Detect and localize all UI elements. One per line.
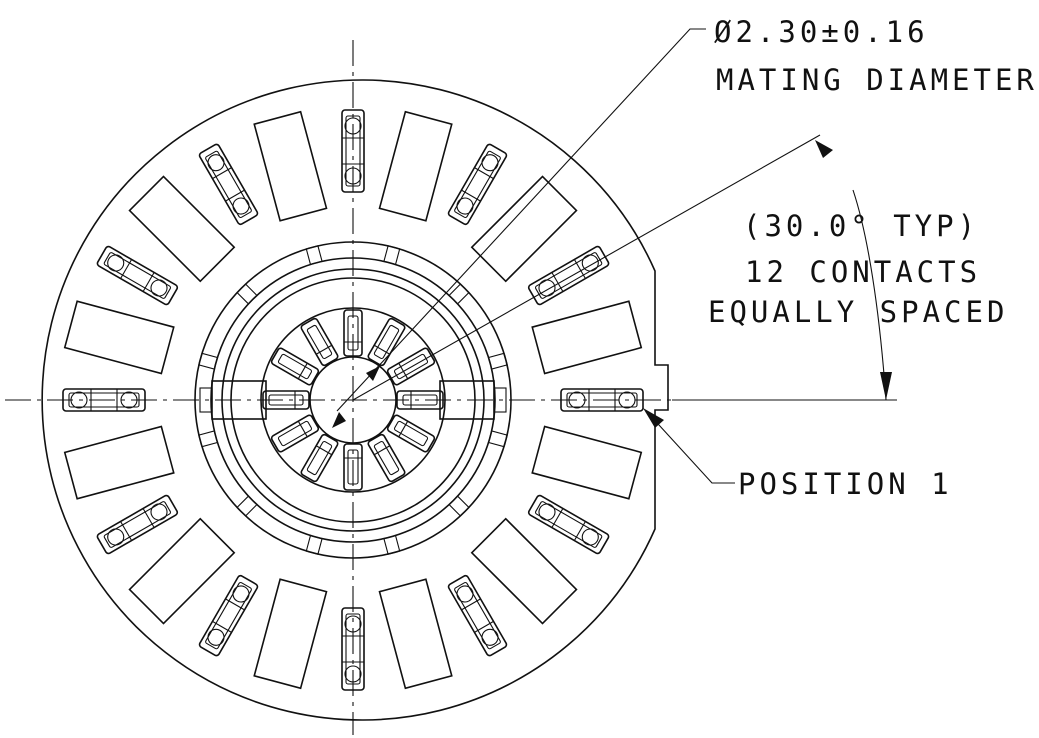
contact bbox=[198, 574, 259, 657]
slot bbox=[63, 300, 175, 375]
contact bbox=[341, 607, 365, 691]
inner-housing bbox=[194, 241, 512, 559]
slot bbox=[253, 578, 328, 690]
contact bbox=[62, 388, 146, 412]
contact bbox=[341, 109, 365, 193]
slot bbox=[128, 175, 236, 283]
inner-pin bbox=[343, 443, 363, 491]
center-lines bbox=[5, 40, 700, 735]
key bbox=[305, 534, 323, 555]
key bbox=[448, 495, 470, 517]
slot bbox=[531, 300, 643, 375]
slot bbox=[378, 578, 453, 690]
contacts-count-text: 12 CONTACTS bbox=[745, 255, 981, 289]
inner-pin bbox=[300, 317, 339, 367]
key bbox=[487, 352, 508, 370]
contact bbox=[96, 494, 179, 555]
inner-pins bbox=[262, 309, 444, 491]
angle-dimension bbox=[672, 140, 897, 401]
contacts-spacing-text: EQUALLY SPACED bbox=[708, 295, 1008, 329]
diameter-leader bbox=[332, 28, 821, 428]
key bbox=[236, 495, 258, 517]
key bbox=[198, 430, 219, 448]
key bbox=[487, 430, 508, 448]
inner-pin bbox=[262, 390, 310, 410]
inner-pin bbox=[386, 414, 436, 453]
contact bbox=[527, 245, 610, 306]
position-label-text: POSITION 1 bbox=[738, 467, 953, 501]
angle-label-text: (30.0° TYP) bbox=[743, 209, 979, 243]
contact bbox=[560, 388, 644, 412]
contact bbox=[447, 143, 508, 226]
diameter-label-text: MATING DIAMETER bbox=[716, 63, 1038, 97]
inner-pin bbox=[396, 390, 444, 410]
key bbox=[305, 245, 323, 266]
inner-pin bbox=[367, 317, 406, 367]
slot bbox=[531, 425, 643, 500]
inner-pin bbox=[270, 414, 320, 453]
slot bbox=[253, 110, 328, 222]
key bbox=[198, 352, 219, 370]
contact bbox=[527, 494, 610, 555]
slot bbox=[378, 110, 453, 222]
slot bbox=[63, 425, 175, 500]
slot bbox=[470, 175, 578, 283]
slot bbox=[128, 517, 236, 625]
diameter-value-text: Ø2.30±0.16 bbox=[714, 15, 929, 49]
inner-pin bbox=[343, 309, 363, 357]
contact bbox=[198, 143, 259, 226]
key bbox=[383, 245, 401, 266]
contact bbox=[96, 245, 179, 306]
contact bbox=[447, 574, 508, 657]
inner-pin bbox=[367, 433, 406, 483]
outer-slots bbox=[63, 110, 643, 690]
outer-contacts bbox=[62, 109, 644, 691]
key bbox=[383, 534, 401, 555]
key bbox=[236, 283, 258, 305]
inner-pin bbox=[270, 347, 320, 386]
key bbox=[448, 283, 470, 305]
outer-body-outline bbox=[41, 79, 669, 721]
inner-pin bbox=[300, 433, 339, 483]
housing-keys bbox=[198, 245, 508, 555]
slot bbox=[470, 517, 578, 625]
position-leader bbox=[643, 408, 735, 484]
